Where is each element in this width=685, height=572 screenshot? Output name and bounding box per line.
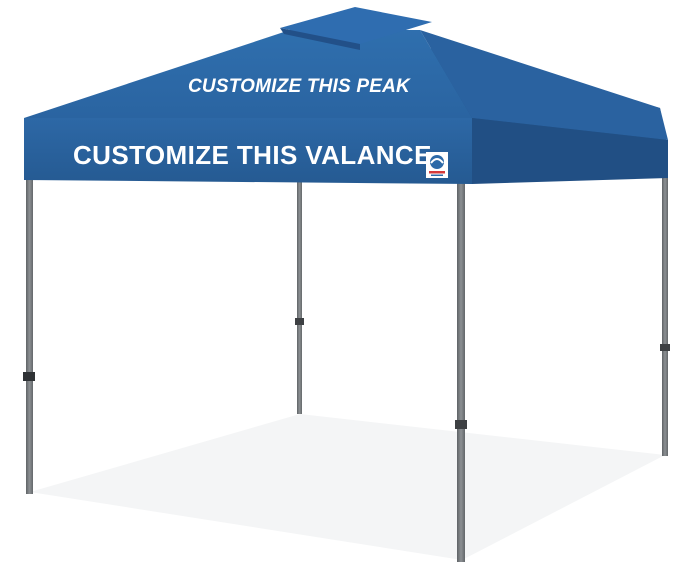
back-left-leg-joint <box>295 318 304 325</box>
canopy-roof-side <box>420 30 668 140</box>
valance-customize-text: CUSTOMIZE THIS VALANCE <box>73 140 432 170</box>
canopy-valance-side <box>472 118 668 184</box>
canopy-valance-front <box>24 118 472 184</box>
front-right-leg <box>457 182 465 562</box>
canopy-roof <box>24 30 472 118</box>
peak-customize-text: CUSTOMIZE THIS PEAK <box>188 76 411 97</box>
brand-logo-icon <box>426 152 448 178</box>
front-right-leg-joint <box>455 420 467 429</box>
back-left-leg <box>297 178 302 414</box>
floor-shadow <box>30 414 665 560</box>
canopy-vent-top <box>280 7 432 44</box>
back-right-leg <box>662 150 668 456</box>
front-left-leg <box>26 178 33 494</box>
front-left-leg-joint <box>23 372 35 381</box>
canopy-vent-skirt <box>280 28 360 50</box>
back-right-leg-joint <box>660 344 670 351</box>
